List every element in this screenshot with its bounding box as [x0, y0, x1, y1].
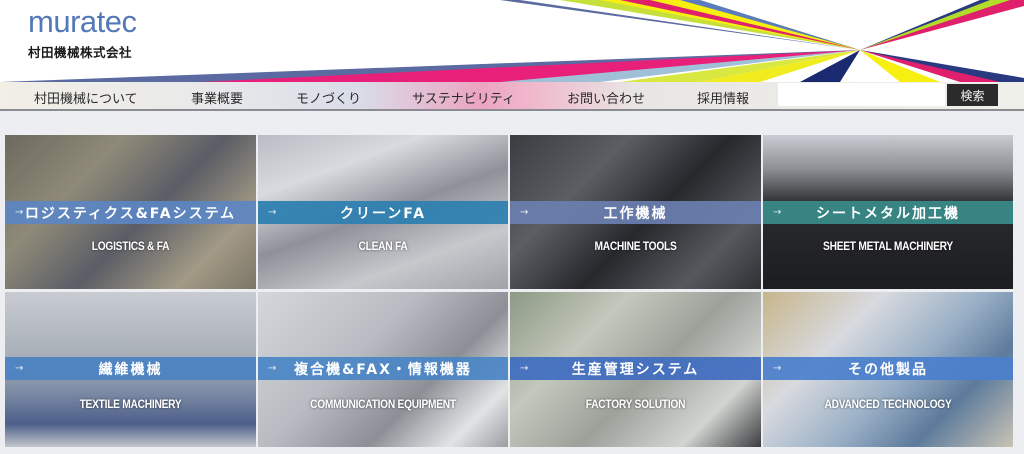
nav-item-business[interactable]: 事業概要: [191, 92, 244, 107]
tile-title-jp: 生産管理システム: [571, 361, 700, 378]
tile-title-jp: ロジスティクス&FAシステム: [24, 205, 237, 222]
tile-banner: → ロジスティクス&FAシステム: [5, 201, 256, 224]
tile-banner: → 複合機&FAX・情報機器: [258, 357, 508, 380]
tile-logistics-fa[interactable]: → ロジスティクス&FAシステム LOGISTICS & FA: [5, 135, 256, 289]
business-tiles-grid: → ロジスティクス&FAシステム LOGISTICS & FA → クリーンFA…: [5, 135, 1013, 448]
arrow-right-icon: →: [15, 207, 26, 218]
tile-banner: → 繊維機械: [5, 357, 256, 380]
tile-banner: → シートメタル加工機: [763, 201, 1013, 224]
tile-title-en: ADVANCED TECHNOLOGY: [824, 397, 952, 411]
tile-sheet-metal[interactable]: → シートメタル加工機 SHEET METAL MACHINERY: [763, 135, 1013, 289]
tile-title-en: CLEAN FA: [358, 239, 408, 253]
tile-title-jp: 工作機械: [603, 205, 668, 222]
search-input[interactable]: [778, 83, 945, 106]
arrow-right-icon: →: [268, 207, 279, 218]
nav-item-recruit[interactable]: 採用情報: [697, 92, 750, 107]
tile-title-en: LOGISTICS & FA: [91, 239, 170, 253]
site-header: muratec 村田機械株式会社: [0, 0, 1024, 82]
tile-title-en: MACHINE TOOLS: [594, 239, 677, 253]
arrow-right-icon: →: [15, 363, 26, 374]
logo-wordmark: muratec: [28, 4, 137, 39]
search-button[interactable]: 検索: [947, 84, 998, 106]
tile-title-jp: その他製品: [848, 361, 928, 378]
arrow-right-icon: →: [520, 207, 531, 218]
tile-title-en: FACTORY SOLUTION: [585, 397, 686, 411]
tile-title-jp: クリーンFA: [339, 205, 427, 222]
muratec-logo[interactable]: muratec 村田機械株式会社: [28, 4, 137, 61]
arrow-right-icon: →: [268, 363, 279, 374]
arrow-right-icon: →: [773, 207, 784, 218]
tile-title-jp: 複合機&FAX・情報機器: [294, 361, 472, 378]
tile-advanced-technology[interactable]: → その他製品 ADVANCED TECHNOLOGY: [763, 292, 1013, 447]
tile-title-en: COMMUNICATION EQUIPMENT: [310, 397, 456, 411]
tile-banner: → 生産管理システム: [510, 357, 761, 380]
arrow-right-icon: →: [520, 363, 531, 374]
decorative-light-rays: [0, 0, 1024, 82]
tile-banner: → 工作機械: [510, 201, 761, 224]
tile-title-jp: 繊維機械: [98, 361, 163, 378]
tile-communication[interactable]: → 複合機&FAX・情報機器 COMMUNICATION EQUIPMENT: [258, 292, 508, 447]
tile-machine-tools[interactable]: → 工作機械 MACHINE TOOLS: [510, 135, 761, 289]
nav-item-monozukuri[interactable]: モノづくり: [296, 92, 362, 107]
tile-textile[interactable]: → 繊維機械 TEXTILE MACHINERY: [5, 292, 256, 447]
company-name: 村田機械株式会社: [28, 45, 133, 60]
tile-factory-solution[interactable]: → 生産管理システム FACTORY SOLUTION: [510, 292, 761, 447]
tile-title-jp: シートメタル加工機: [816, 205, 960, 222]
tile-title-en: TEXTILE MACHINERY: [79, 397, 182, 411]
tile-banner: → クリーンFA: [258, 201, 508, 224]
tile-clean-fa[interactable]: → クリーンFA CLEAN FA: [258, 135, 508, 289]
arrow-right-icon: →: [773, 363, 784, 374]
nav-item-sustainability[interactable]: サステナビリティ: [412, 92, 515, 107]
tile-banner: → その他製品: [763, 357, 1013, 380]
tile-title-en: SHEET METAL MACHINERY: [823, 239, 953, 253]
nav-item-contact[interactable]: お問い合わせ: [567, 92, 646, 107]
nav-item-about[interactable]: 村田機械について: [34, 92, 138, 107]
